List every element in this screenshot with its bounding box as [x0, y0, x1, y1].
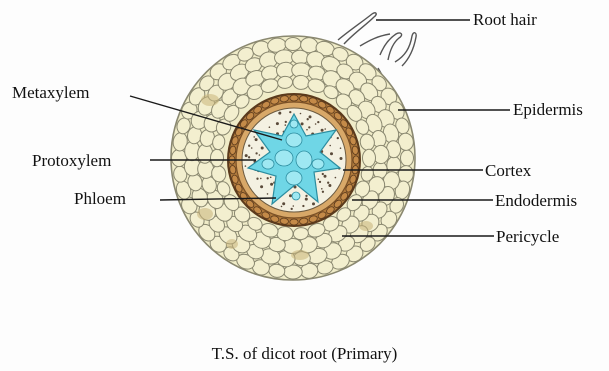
- phloem-dot: [282, 202, 285, 205]
- phloem-dot: [321, 188, 323, 190]
- label-metaxylem: Metaxylem: [12, 83, 89, 103]
- cortex-cell: [363, 149, 376, 166]
- phloem-dot: [306, 129, 308, 131]
- phloem-dot: [255, 138, 258, 141]
- label-cortex: Cortex: [485, 161, 531, 181]
- phloem-dot: [248, 156, 250, 158]
- phloem-dot: [261, 147, 264, 150]
- phloem-dot: [253, 136, 255, 138]
- phloem-dot: [267, 193, 269, 195]
- phloem-dot: [322, 173, 324, 175]
- phloem-dot: [285, 124, 287, 126]
- phloem-dot: [330, 152, 333, 155]
- phloem-dot: [301, 122, 304, 125]
- phloem-dot: [308, 126, 310, 128]
- endodermis-cell: [353, 156, 359, 164]
- phloem-dot: [315, 123, 317, 125]
- phloem-dot: [291, 208, 293, 210]
- phloem-dot: [289, 194, 292, 197]
- phloem-dot: [337, 137, 339, 139]
- cortex-cell: [285, 38, 301, 51]
- phloem-dot: [259, 154, 261, 156]
- phloem-dot: [305, 198, 308, 201]
- phloem-dot: [248, 145, 250, 147]
- phloem-dot: [335, 177, 337, 179]
- phloem-dot: [276, 122, 279, 125]
- endodermis-cell: [290, 219, 298, 225]
- phloem-dot: [293, 205, 295, 207]
- phloem-dot: [245, 165, 247, 167]
- phloem-dot: [312, 202, 315, 205]
- phloem-dot: [309, 115, 312, 118]
- phloem-dot: [321, 129, 324, 132]
- phloem-dot: [318, 178, 320, 180]
- phloem-dot: [255, 152, 257, 154]
- phloem-dot: [300, 113, 302, 115]
- phloem-dot: [305, 195, 307, 197]
- phloem-dot: [329, 145, 331, 147]
- label-phloem: Phloem: [74, 189, 126, 209]
- endodermis-cell: [290, 95, 298, 101]
- phloem-dot: [340, 157, 343, 160]
- phloem-dot: [278, 112, 281, 115]
- phloem-dot: [302, 205, 304, 207]
- label-root-hair: Root hair: [473, 10, 537, 30]
- phloem-dot: [289, 111, 291, 113]
- cortex-cell: [211, 149, 224, 166]
- phloem-dot: [260, 185, 263, 188]
- phloem-dot: [256, 178, 258, 180]
- phloem-dot: [317, 121, 319, 123]
- phloem-dot: [324, 175, 327, 178]
- phloem-dot: [340, 147, 342, 149]
- phloem-dot: [260, 178, 262, 180]
- phloem-dot: [251, 147, 253, 149]
- phloem-dot: [319, 181, 321, 183]
- cortex-cell: [401, 150, 414, 166]
- phloem-dot: [307, 118, 309, 120]
- phloem-dot: [322, 191, 324, 193]
- label-pericycle: Pericycle: [496, 227, 559, 247]
- phloem-dot: [270, 177, 272, 179]
- label-protoxylem: Protoxylem: [32, 151, 111, 171]
- phloem-dot: [270, 183, 273, 186]
- label-endodermis: Endodermis: [495, 191, 577, 211]
- phloem-dot: [267, 177, 269, 179]
- phloem-dot: [281, 206, 283, 208]
- diagram-caption: T.S. of dicot root (Primary): [0, 344, 609, 364]
- phloem-dot: [324, 128, 326, 130]
- label-epidermis: Epidermis: [513, 100, 583, 120]
- phloem-dot: [269, 126, 271, 128]
- phloem-dot: [245, 154, 248, 157]
- phloem-dot: [327, 182, 329, 184]
- phloem-dot: [285, 121, 287, 123]
- phloem-dot: [328, 184, 331, 187]
